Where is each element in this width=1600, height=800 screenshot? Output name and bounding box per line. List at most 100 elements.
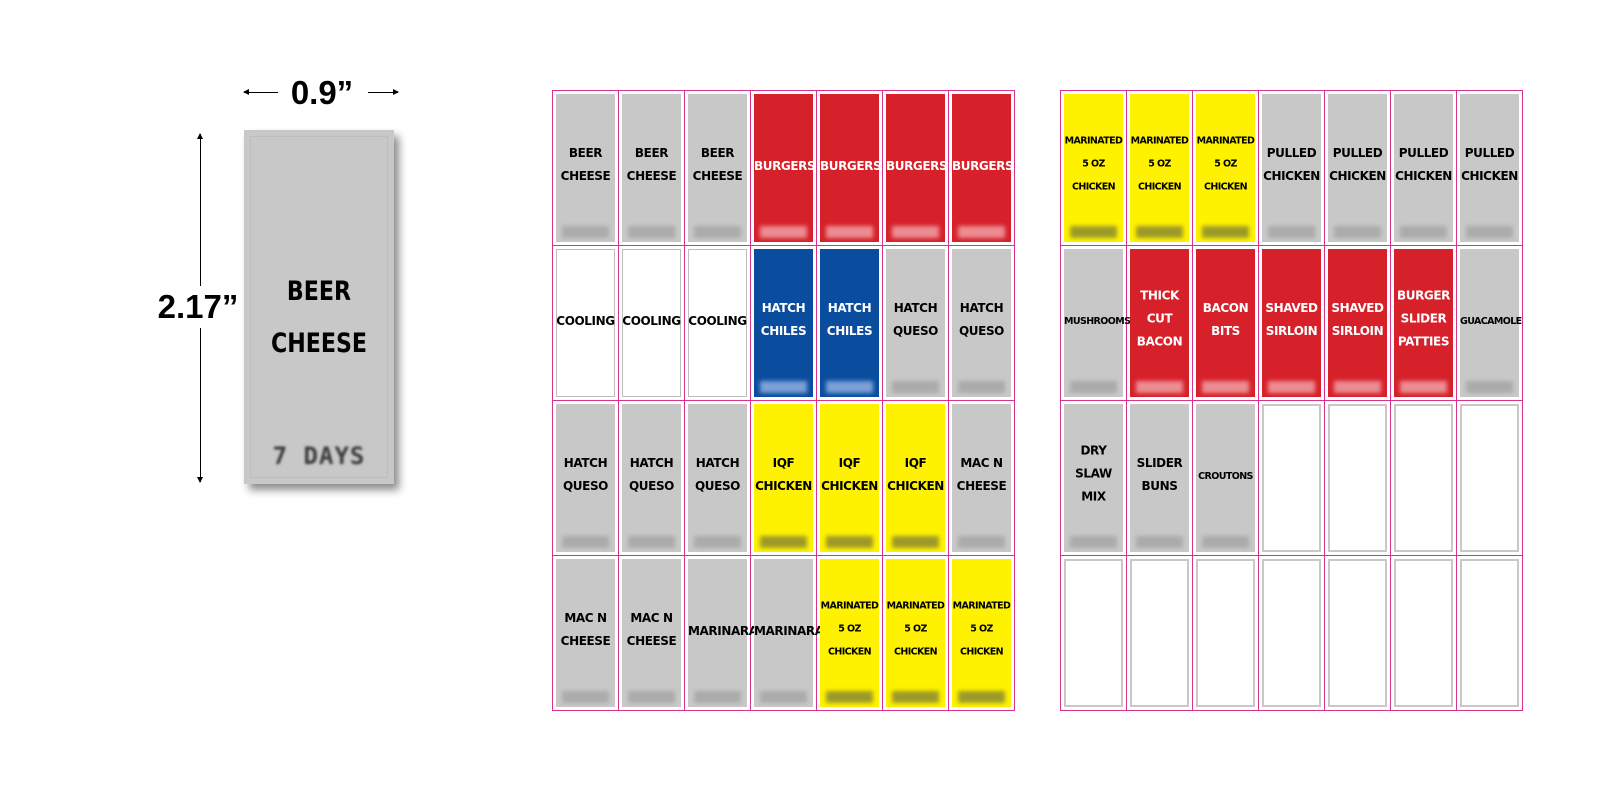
food-label: HATCH QUESO <box>952 249 1011 397</box>
food-label-days-blurred <box>958 691 1005 703</box>
food-label-name: THICK CUT BACON <box>1136 288 1183 349</box>
food-label-name: SHAVED SIRLOIN <box>1265 301 1318 339</box>
label-cell: BEER CHEESE <box>553 91 619 246</box>
food-label: THICK CUT BACON <box>1130 249 1189 397</box>
food-label-days-blurred <box>958 226 1005 238</box>
label-cell: BURGERS <box>883 91 949 246</box>
label-cell: BURGERS <box>751 91 817 246</box>
food-label: HATCH QUESO <box>886 249 945 397</box>
food-label-days-blurred <box>760 226 807 238</box>
blank-label <box>1064 559 1123 707</box>
food-label-name: IQF CHICKEN <box>755 456 812 494</box>
food-label-name: CROUTONS <box>1198 471 1253 483</box>
food-label-name: MARINARA <box>754 624 824 639</box>
food-label-days-blurred <box>1202 381 1249 393</box>
food-label-days-blurred <box>1202 536 1249 548</box>
food-label-name: HATCH CHILES <box>826 301 873 339</box>
food-label-name: BURGERS <box>886 159 948 174</box>
food-label-days-blurred <box>1334 226 1381 238</box>
food-label: BURGER SLIDER PATTIES <box>1394 249 1453 397</box>
food-label: MARINARA <box>754 559 824 707</box>
food-label-days-blurred <box>1136 226 1183 238</box>
food-label: MAC N CHEESE <box>622 559 681 707</box>
label-cell: MARINATED 5 OZ CHICKEN <box>1061 91 1127 246</box>
food-label-days-blurred <box>892 536 939 548</box>
food-label-days-blurred <box>1070 536 1117 548</box>
food-label-name: HATCH QUESO <box>695 456 740 494</box>
label-cell: MAC N CHEESE <box>553 556 619 711</box>
food-label: COOLING <box>622 249 681 397</box>
sample-label-days: 7 DAYS <box>272 442 366 470</box>
food-label-name: IQF CHICKEN <box>887 456 944 494</box>
label-cell: PULLED CHICKEN <box>1391 91 1457 246</box>
food-label: HATCH QUESO <box>556 404 615 552</box>
food-label: SHAVED SIRLOIN <box>1328 249 1387 397</box>
label-cell <box>1127 556 1193 711</box>
label-cell: HATCH QUESO <box>685 401 751 556</box>
food-label-name: MAC N CHEESE <box>560 611 611 649</box>
label-cell: MARINARA <box>751 556 824 711</box>
food-label: MARINATED 5 OZ CHICKEN <box>1064 94 1123 242</box>
label-cell: COOLING <box>619 246 685 401</box>
food-label-name: HATCH QUESO <box>563 456 608 494</box>
food-label-days-blurred <box>628 536 675 548</box>
blank-label <box>1394 559 1453 707</box>
food-label-name: MARINARA <box>688 624 758 639</box>
food-label-name: PULLED CHICKEN <box>1329 146 1386 184</box>
label-cell: HATCH QUESO <box>553 401 619 556</box>
food-label-name: COOLING <box>622 314 681 329</box>
label-cell: HATCH QUESO <box>619 401 685 556</box>
food-label-days-blurred <box>892 226 939 238</box>
label-cell: MARINATED 5 OZ CHICKEN <box>1193 91 1259 246</box>
food-label-days-blurred <box>694 536 741 548</box>
label-cell <box>1457 556 1523 711</box>
food-label-days-blurred <box>892 691 939 703</box>
food-label-name: COOLING <box>688 314 747 329</box>
label-cell: MAC N CHEESE <box>949 401 1015 556</box>
label-cell: BURGERS <box>817 91 883 246</box>
food-label-days-blurred <box>694 226 741 238</box>
food-label: MARINATED 5 OZ CHICKEN <box>1130 94 1189 242</box>
label-cell: BEER CHEESE <box>685 91 751 246</box>
food-label-name: PULLED CHICKEN <box>1461 146 1518 184</box>
food-label: BACON BITS <box>1196 249 1255 397</box>
food-label-days-blurred <box>958 381 1005 393</box>
food-label-name: BEER CHEESE <box>626 146 677 184</box>
label-cell: PULLED CHICKEN <box>1325 91 1391 246</box>
food-label: IQF CHICKEN <box>820 404 879 552</box>
label-cell: CROUTONS <box>1193 401 1259 556</box>
food-label-name: MARINATED 5 OZ CHICKEN <box>1130 135 1189 193</box>
food-label-name: MARINATED 5 OZ CHICKEN <box>1196 135 1255 193</box>
width-dimension: 0.9” <box>243 72 399 112</box>
blank-label <box>1196 559 1255 707</box>
food-label-name: BEER CHEESE <box>692 146 743 184</box>
food-label: MARINARA <box>688 559 758 707</box>
food-label-days-blurred <box>826 536 873 548</box>
food-label-days-blurred <box>1070 381 1117 393</box>
food-label-name: HATCH QUESO <box>959 301 1004 339</box>
label-cell <box>1259 556 1325 711</box>
food-label-days-blurred <box>1334 381 1381 393</box>
food-label: MAC N CHEESE <box>556 559 615 707</box>
food-label: MUSHROOMS <box>1064 249 1131 397</box>
label-cell: BURGER SLIDER PATTIES <box>1391 246 1457 401</box>
label-cell: HATCH QUESO <box>949 246 1015 401</box>
food-label: GUACAMOLE <box>1460 249 1522 397</box>
food-label-name: PULLED CHICKEN <box>1395 146 1452 184</box>
label-cell <box>1391 556 1457 711</box>
label-cell: IQF CHICKEN <box>817 401 883 556</box>
label-cell: HATCH CHILES <box>817 246 883 401</box>
food-label-name: MAC N CHEESE <box>626 611 677 649</box>
food-label-days-blurred <box>1400 381 1447 393</box>
food-label-days-blurred <box>1268 381 1315 393</box>
label-cell: DRY SLAW MIX <box>1061 401 1127 556</box>
blank-label <box>1394 404 1453 552</box>
sample-label-border <box>250 136 388 478</box>
arrow-left-icon <box>243 89 278 95</box>
food-label: HATCH QUESO <box>688 404 747 552</box>
label-cell <box>1457 401 1523 556</box>
food-label-days-blurred <box>694 691 741 703</box>
label-cell: COOLING <box>685 246 751 401</box>
